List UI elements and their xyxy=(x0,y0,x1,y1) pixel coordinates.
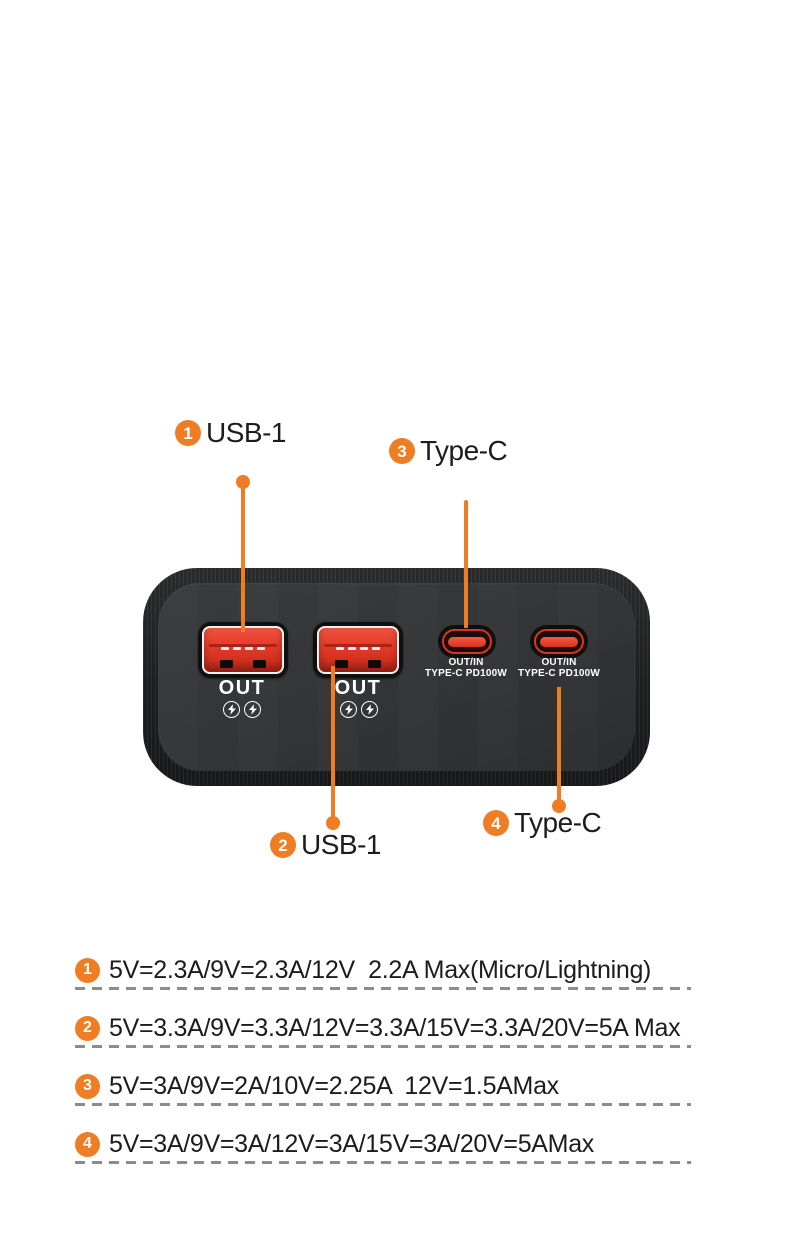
usb-tongue-edge xyxy=(324,643,392,647)
usb-c-port-pin xyxy=(448,636,486,647)
callout-4-label: Type-C xyxy=(514,807,602,838)
leader-dot-4 xyxy=(552,799,566,813)
usb-c-port-2 xyxy=(530,625,588,658)
dashed-divider xyxy=(75,1103,691,1106)
spec-number-badge-3: 3 xyxy=(75,1073,100,1099)
usb-notch xyxy=(220,660,233,668)
number-badge-2: 2 xyxy=(270,832,296,858)
usb-contacts xyxy=(319,647,397,651)
leader-line-3 xyxy=(464,500,468,628)
usb-c-port-pin xyxy=(540,636,578,647)
typec2-print-label: OUT/IN TYPE-C PD100W xyxy=(504,657,614,679)
dashed-divider xyxy=(75,987,691,990)
usb-c-port-1 xyxy=(438,625,496,658)
spec-number-badge-4: 4 xyxy=(75,1131,100,1157)
callout-2-label: USB-1 xyxy=(301,829,381,860)
dashed-divider xyxy=(75,1161,691,1164)
callout-3-typec: 3 Type-C xyxy=(389,435,508,466)
callout-3-label: Type-C xyxy=(420,435,508,466)
spec-row-2: 2 5V=3.3A/9V=3.3A/12V=3.3A/15V=3.3A/20V=… xyxy=(75,1005,691,1063)
usb2-fast-charge-icons xyxy=(337,701,381,718)
spec-number-badge-2: 2 xyxy=(75,1015,100,1041)
usb-notch xyxy=(335,660,348,668)
typec1-pd-text: TYPE-C PD100W xyxy=(424,668,508,679)
lightning-bolt-icon xyxy=(244,701,261,718)
spec-row-1: 1 5V=2.3A/9V=2.3A/12V 2.2A Max(Micro/Lig… xyxy=(75,947,691,1005)
dashed-divider xyxy=(75,1045,691,1048)
typec2-pd-text: TYPE-C PD100W xyxy=(517,668,601,679)
usb-notch xyxy=(253,660,266,668)
usb2-out-label: OUT xyxy=(334,677,382,699)
typec2-outin-text: OUT/IN xyxy=(541,657,577,668)
callout-1-label: USB-1 xyxy=(206,417,286,448)
typec1-outin-text: OUT/IN xyxy=(448,657,484,668)
number-badge-1: 1 xyxy=(175,420,201,446)
usb1-out-label: OUT xyxy=(218,677,266,699)
usb1-fast-charge-icons xyxy=(220,701,264,718)
spec-text-4: 5V=3A/9V=3A/12V=3A/15V=3A/20V=5AMax xyxy=(109,1129,595,1158)
usb-contacts xyxy=(204,647,282,651)
leader-line-1 xyxy=(241,482,245,632)
spec-text-1: 5V=2.3A/9V=2.3A/12V 2.2A Max(Micro/Light… xyxy=(109,955,652,984)
power-bank-device: OUT OUT xyxy=(143,568,650,786)
spec-list: 1 5V=2.3A/9V=2.3A/12V 2.2A Max(Micro/Lig… xyxy=(75,947,691,1179)
leader-dot-2 xyxy=(326,816,340,830)
usb-a-port-2 xyxy=(313,622,403,678)
lightning-bolt-icon xyxy=(340,701,357,718)
usb-tongue-edge xyxy=(209,643,277,647)
spec-row-4: 4 5V=3A/9V=3A/12V=3A/15V=3A/20V=5AMax xyxy=(75,1121,691,1179)
usb-notch xyxy=(368,660,381,668)
usb-a-port-2-inner xyxy=(317,626,399,674)
lightning-bolt-icon xyxy=(361,701,378,718)
usb-a-port-1-inner xyxy=(202,626,284,674)
number-badge-3: 3 xyxy=(389,438,415,464)
spec-text-3: 5V=3A/9V=2A/10V=2.25A 12V=1.5AMax xyxy=(109,1071,559,1100)
lightning-bolt-icon xyxy=(223,701,240,718)
spec-row-3: 3 5V=3A/9V=2A/10V=2.25A 12V=1.5AMax xyxy=(75,1063,691,1121)
spec-text-2: 5V=3.3A/9V=3.3A/12V=3.3A/15V=3.3A/20V=5A… xyxy=(109,1013,681,1042)
callout-1-usb1: 1 USB-1 xyxy=(175,419,286,447)
leader-line-2 xyxy=(331,666,335,824)
typec1-print-label: OUT/IN TYPE-C PD100W xyxy=(411,657,521,679)
number-badge-4: 4 xyxy=(483,810,509,836)
leader-line-4 xyxy=(557,687,561,807)
callout-2-usb1: 2 USB-1 xyxy=(270,831,381,859)
spec-number-badge-1: 1 xyxy=(75,957,100,983)
callout-4-typec: 4 Type-C xyxy=(483,807,602,838)
